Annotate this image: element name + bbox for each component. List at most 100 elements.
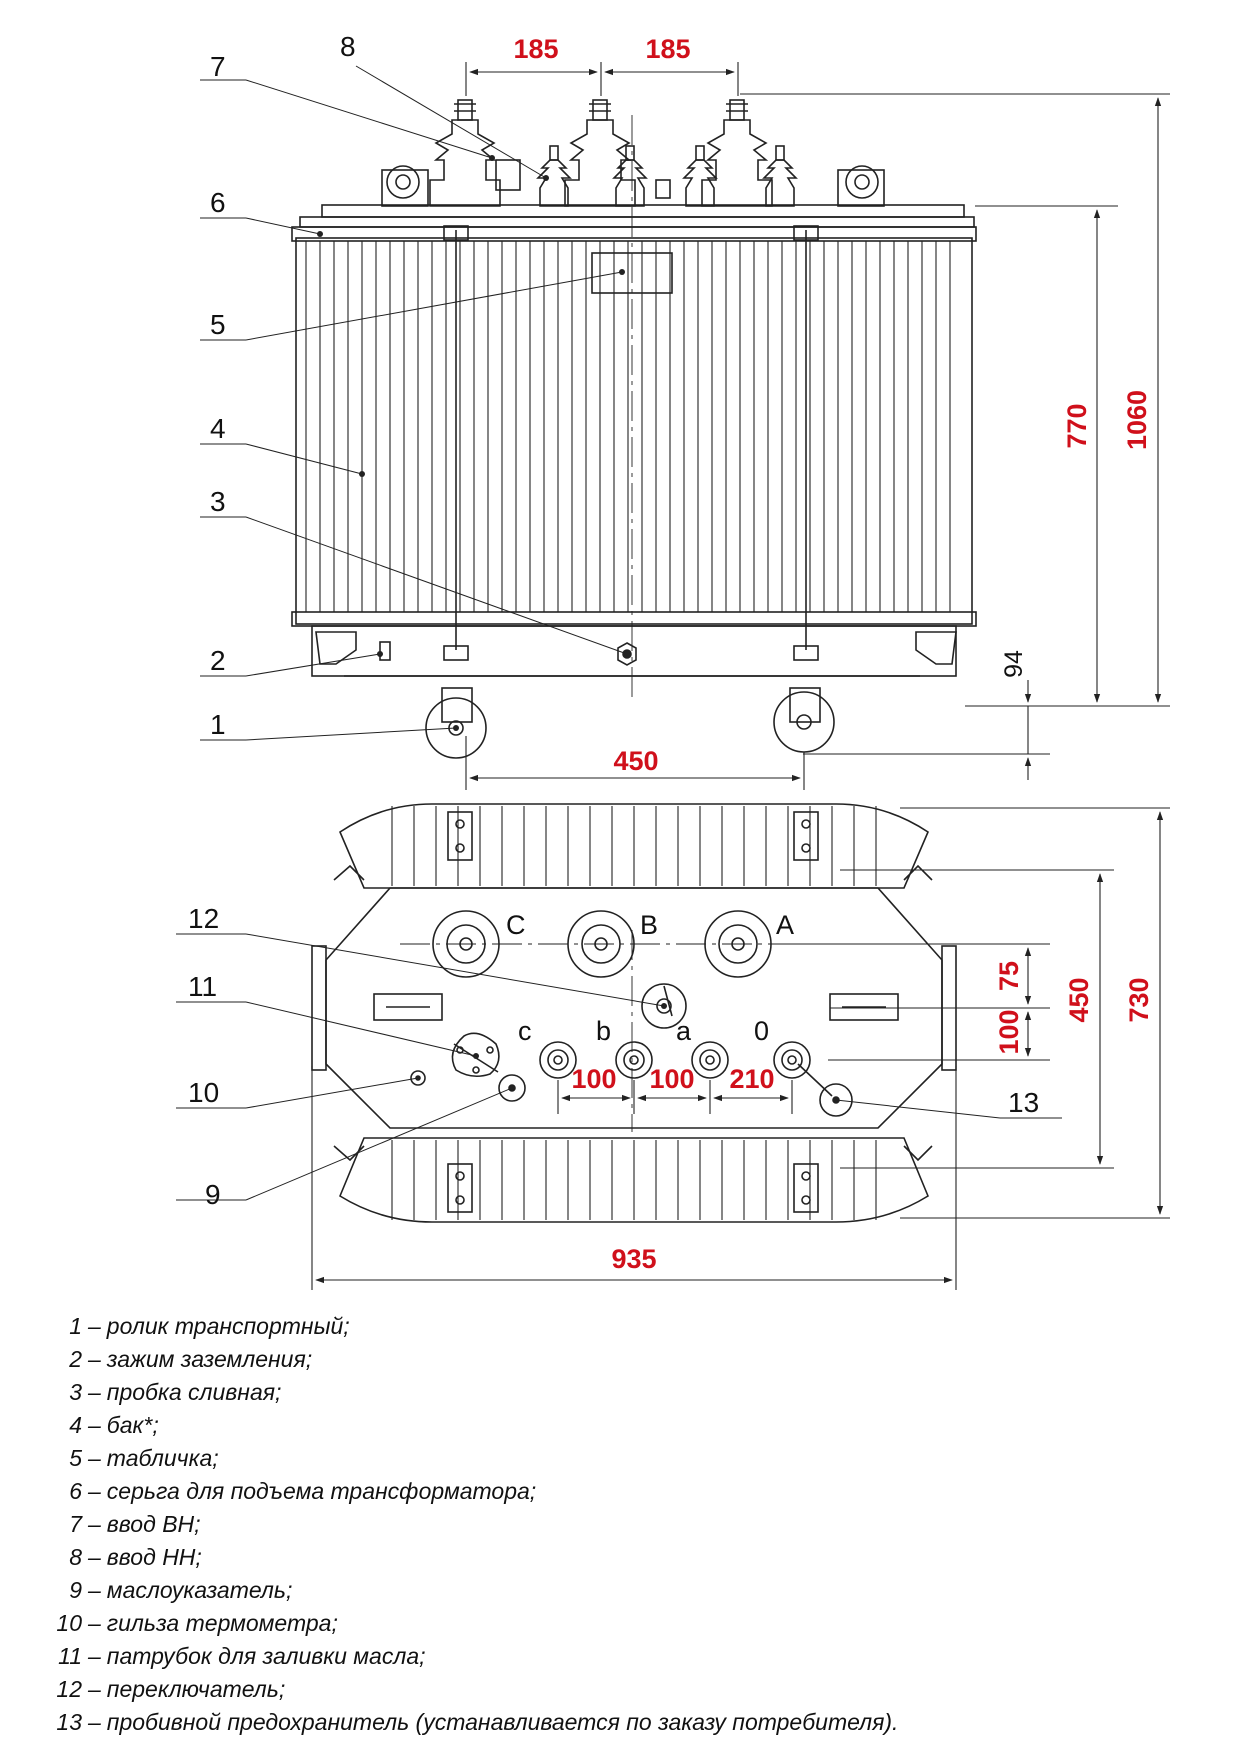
legend-number: 11 [58, 1643, 82, 1669]
dim-100-cb: 100 [571, 1064, 616, 1094]
dim-210: 210 [729, 1064, 774, 1094]
legend-separator: – [88, 1478, 101, 1504]
legend-separator: – [88, 1511, 101, 1537]
callout-9: 9 [205, 1179, 221, 1210]
dim-100-vertical: 100 [994, 1009, 1024, 1054]
dim-450-front: 450 [613, 746, 658, 776]
dim-770: 770 [1062, 403, 1092, 448]
radiator-bottom [339, 1137, 929, 1223]
thermometer-sleeve-icon [410, 1070, 426, 1086]
legend-item: 8–ввод НН; [52, 1541, 1222, 1574]
lv-bushing-icon [612, 145, 648, 207]
transport-roller-icon [773, 687, 835, 753]
callout-3: 3 [210, 486, 226, 517]
dim-935: 935 [611, 1244, 656, 1274]
front-dimensions [465, 62, 1170, 790]
legend-item: 1–ролик транспортный; [52, 1310, 1222, 1343]
legend-number: 3 [69, 1379, 82, 1405]
legend-separator: – [88, 1643, 101, 1669]
callout-4: 4 [210, 413, 226, 444]
oil-gauge-icon [498, 1074, 526, 1102]
legend-text: табличка; [106, 1445, 219, 1471]
legend-separator: – [88, 1379, 101, 1405]
legend-item: 4–бак*; [52, 1409, 1222, 1442]
legend-separator: – [88, 1346, 101, 1372]
legend-separator: – [88, 1709, 101, 1735]
legend-list: 1–ролик транспортный;2–зажим заземления;… [52, 1310, 1222, 1739]
top-dimensions [311, 807, 1170, 1290]
hv-bushing-icon [564, 99, 636, 207]
legend-number: 6 [69, 1478, 82, 1504]
top-view [311, 803, 957, 1223]
callout-8: 8 [340, 31, 356, 62]
lv-bushing-b-icon [615, 1041, 653, 1079]
callout-6: 6 [210, 187, 226, 218]
legend-number: 2 [69, 1346, 82, 1372]
grounding-clamp [379, 641, 391, 661]
legend-text: зажим заземления; [106, 1346, 313, 1372]
legend-number: 10 [56, 1610, 82, 1636]
phase-label-hv-b: B [640, 910, 658, 940]
legend-text: серьга для подъема трансформатора; [106, 1478, 537, 1504]
legend-item: 11–патрубок для заливки масла; [52, 1640, 1222, 1673]
callout-5: 5 [210, 309, 226, 340]
legend-number: 12 [56, 1676, 82, 1702]
callout-7: 7 [210, 51, 226, 82]
front-view [291, 99, 977, 759]
legend-item: 7–ввод ВН; [52, 1508, 1222, 1541]
drain-plug-icon [617, 642, 637, 666]
dim-75: 75 [994, 961, 1024, 991]
dim-450-top: 450 [1064, 977, 1094, 1022]
callout-11: 11 [188, 971, 217, 1002]
legend-item: 5–табличка; [52, 1442, 1222, 1475]
phase-label-hv-a: A [776, 910, 794, 940]
legend-number: 4 [69, 1412, 82, 1438]
phase-label-lv-c: c [518, 1016, 532, 1046]
legend-text: ввод ВН; [106, 1511, 201, 1537]
lv-bushing-0-icon [773, 1041, 811, 1079]
legend-text: пробка сливная; [106, 1379, 282, 1405]
lv-bushing-a-icon [691, 1041, 729, 1079]
tank-radiator-fins [305, 241, 951, 612]
legend-text: ролик транспортный; [106, 1313, 350, 1339]
legend-text: переключатель; [106, 1676, 286, 1702]
legend-number: 5 [69, 1445, 82, 1471]
legend-item: 2–зажим заземления; [52, 1343, 1222, 1376]
callout-10: 10 [188, 1077, 219, 1108]
dim-185-right: 185 [645, 34, 690, 64]
callout-2: 2 [210, 645, 226, 676]
transport-roller-icon [425, 687, 487, 759]
legend-number: 8 [69, 1544, 82, 1570]
legend-text: бак*; [106, 1412, 159, 1438]
lv-bushing-c-icon [539, 1041, 577, 1079]
legend-separator: – [88, 1676, 101, 1702]
legend-item: 10–гильза термометра; [52, 1607, 1222, 1640]
dimension-values: 185 185 450 770 1060 94 75 100 450 730 1… [513, 34, 1154, 1274]
legend-separator: – [88, 1313, 101, 1339]
callout-numbers: 8 7 6 5 4 3 2 1 12 11 10 9 13 [188, 31, 1039, 1210]
lv-bushing-icon [762, 145, 798, 207]
tap-changer-icon [641, 983, 687, 1029]
legend-number: 7 [69, 1511, 82, 1537]
legend-item: 3–пробка сливная; [52, 1376, 1222, 1409]
phase-label-lv-0: 0 [754, 1016, 769, 1046]
legend-item: 12–переключатель; [52, 1673, 1222, 1706]
legend-text: гильза термометра; [106, 1610, 338, 1636]
legend-text: маслоуказатель; [106, 1577, 293, 1603]
leader-dots [317, 155, 667, 1059]
legend-separator: – [88, 1544, 101, 1570]
callout-12: 12 [188, 903, 219, 934]
lifting-lug-icon [386, 165, 420, 199]
leader-lines [176, 65, 1062, 1201]
transformer-drawing: 8 7 6 5 4 3 2 1 12 11 10 9 13 C B A c b … [176, 31, 1170, 1290]
legend-text: ввод НН; [106, 1544, 202, 1570]
lifting-lug-icon [845, 165, 879, 199]
phase-label-hv-c: C [506, 910, 526, 940]
legend-separator: – [88, 1610, 101, 1636]
callout-1: 1 [210, 709, 226, 740]
oil-filler-icon [451, 1032, 500, 1078]
legend-number: 9 [69, 1577, 82, 1603]
legend-separator: – [88, 1577, 101, 1603]
legend-item: 6–серьга для подъема трансформатора; [52, 1475, 1222, 1508]
radiator-top [339, 803, 929, 889]
